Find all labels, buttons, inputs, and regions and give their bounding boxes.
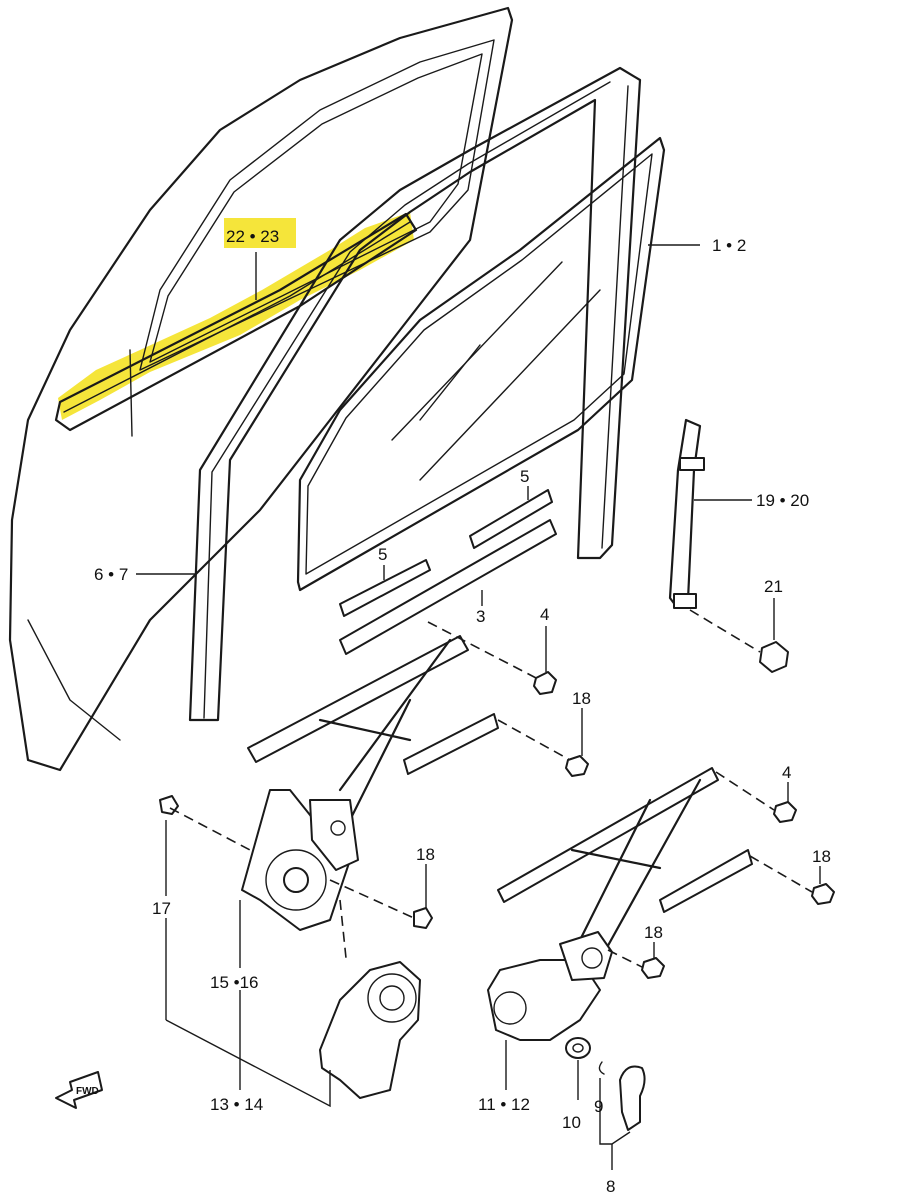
clip-9 xyxy=(598,1061,605,1075)
rear-guide-19-20 xyxy=(668,418,752,609)
callout-4-lower: 4 xyxy=(782,763,791,782)
callout-6-7: 6 • 7 xyxy=(94,565,128,584)
bolt-4-lower xyxy=(773,801,797,823)
leader-lines xyxy=(136,244,821,1108)
callout-18-right: 18 xyxy=(812,847,831,866)
highlight-label-box xyxy=(224,218,296,248)
weatherstrip-22-23 xyxy=(54,212,418,432)
callout-15-16: 15 •16 xyxy=(210,973,259,992)
callout-13-14: 13 • 14 xyxy=(210,1095,263,1114)
bolt-18-lower xyxy=(641,957,665,979)
glass-channels xyxy=(339,486,557,655)
callout-5-left: 5 xyxy=(378,545,387,564)
callout-22-23: 22 • 23 xyxy=(226,227,279,246)
callout-1-2: 1 • 2 xyxy=(712,236,746,255)
callout-labels: 1 • 2 3 4 4 5 5 6 • 7 8 9 10 11 • 12 13 … xyxy=(94,227,831,1196)
regulator-motor-13-14 xyxy=(319,899,421,1099)
door-glass-1-2 xyxy=(296,136,666,592)
regulator-upper xyxy=(241,621,571,931)
callout-9: 9 xyxy=(594,1097,603,1116)
bolt-21 xyxy=(689,598,789,673)
bolts xyxy=(159,671,835,979)
callout-4-upper: 4 xyxy=(540,605,549,624)
callout-17: 17 xyxy=(152,899,171,918)
callout-10: 10 xyxy=(562,1113,581,1132)
handle-parts xyxy=(565,1037,646,1170)
callout-5-right: 5 xyxy=(520,467,529,486)
callout-19-20: 19 • 20 xyxy=(756,491,809,510)
callout-11-12: 11 • 12 xyxy=(478,1095,530,1114)
fwd-label: FWD xyxy=(76,1086,99,1097)
callout-18-mid: 18 xyxy=(416,845,435,864)
bolt-18-upper xyxy=(565,755,589,777)
callout-21: 21 xyxy=(764,577,783,596)
callout-18-lower: 18 xyxy=(644,923,663,942)
washer-10 xyxy=(565,1037,591,1059)
callout-18-upper: 18 xyxy=(572,689,591,708)
callout-8: 8 xyxy=(606,1177,615,1196)
bolt-18-mid xyxy=(413,907,433,929)
handle-8 xyxy=(619,1065,646,1131)
callout-3: 3 xyxy=(476,607,485,626)
bolt-4-upper xyxy=(533,671,557,695)
run-channel-6-7 xyxy=(188,66,642,722)
fwd-arrow: FWD xyxy=(55,1071,103,1109)
door-shell xyxy=(8,6,514,772)
regulator-lower xyxy=(487,767,813,1041)
bolt-18-right xyxy=(811,883,835,905)
